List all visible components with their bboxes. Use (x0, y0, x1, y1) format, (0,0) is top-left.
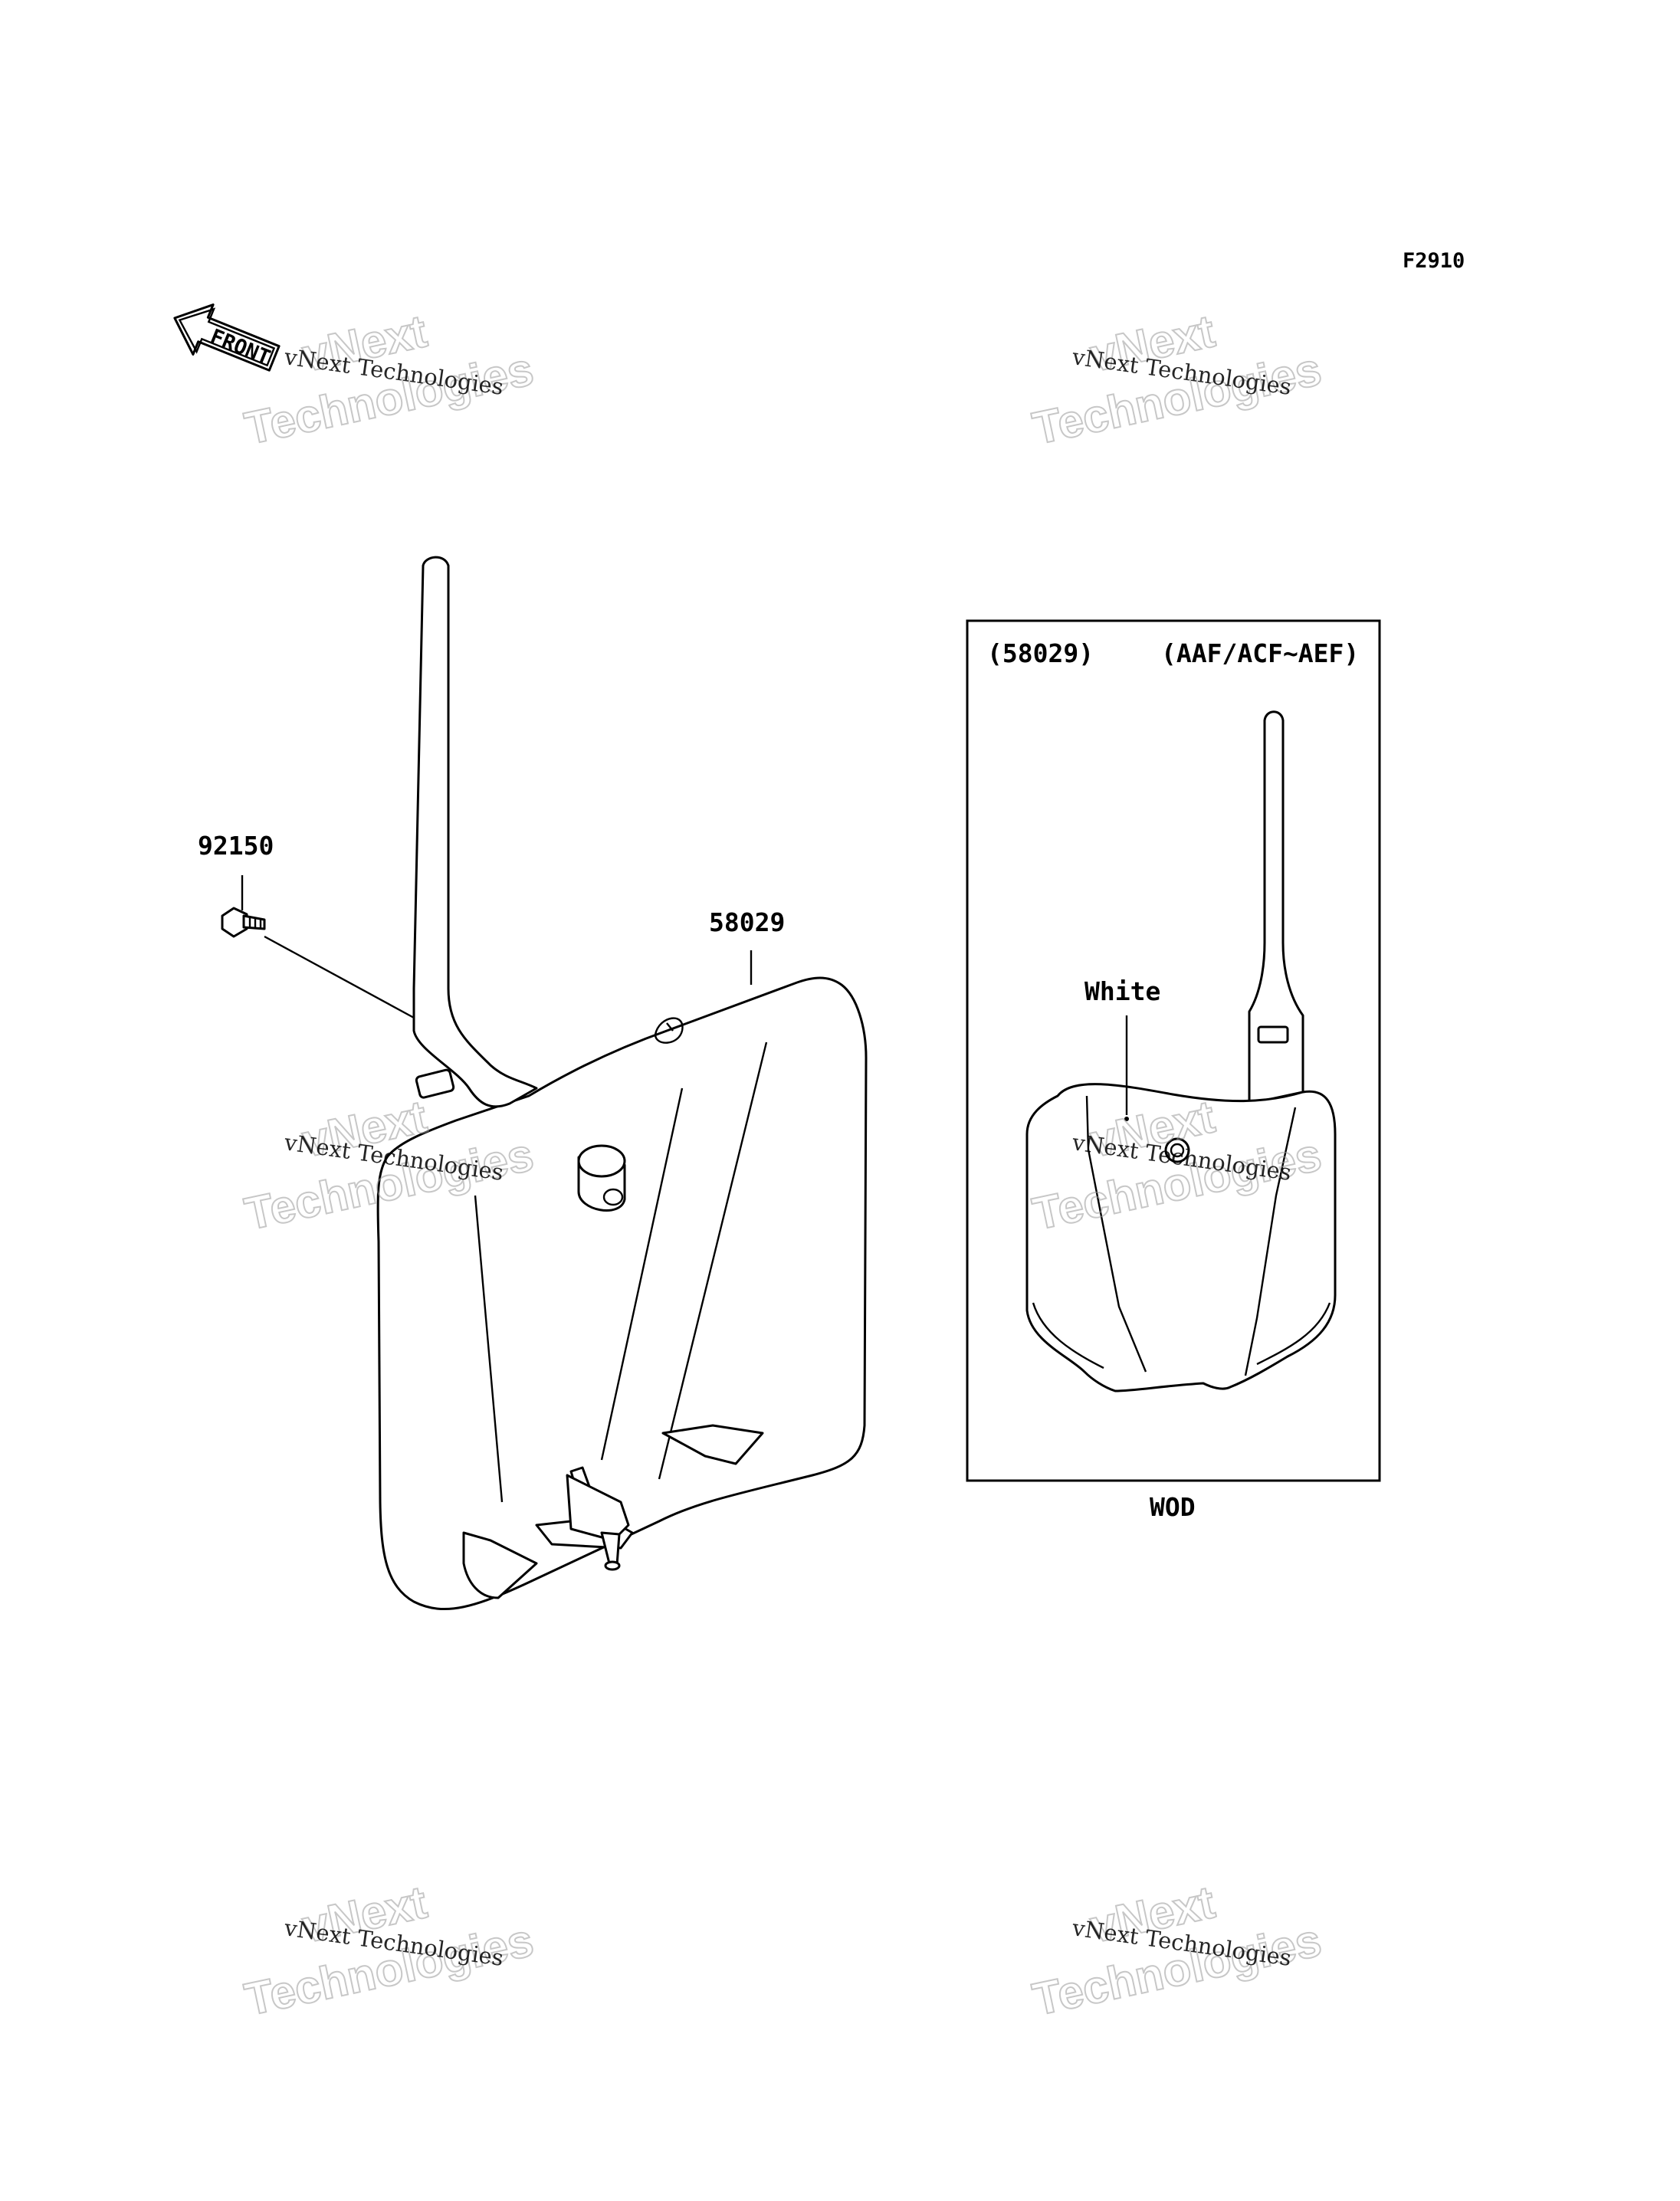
bolt-92150-icon (221, 907, 266, 938)
watermark-1: vNext Technologies vNext Technologies (240, 304, 539, 455)
front-arrow-icon: FRONT (173, 303, 281, 372)
callout-92150: 92150 (198, 831, 274, 861)
figure-code: F2910 (1403, 249, 1465, 273)
variant-inset-box: (58029) (AAF/ACF~AEF) White (966, 619, 1381, 1482)
inset-variants: (AAF/ACF~AEF) (1161, 638, 1359, 668)
inset-caption: WOD (1150, 1492, 1196, 1522)
watermark-5: vNext Technologies vNext Technologies (240, 1875, 539, 2026)
number-plate-main (376, 556, 868, 1610)
callout-58029: 58029 (709, 907, 785, 937)
watermark-6: vNext Technologies vNext Technologies (1028, 1875, 1327, 2026)
watermark-3: vNext Technologies vNext Technologies (240, 1090, 539, 1241)
inset-part-ref: (58029) (987, 638, 1094, 668)
leader-92150-to-stem (264, 935, 415, 1019)
watermark-2: vNext Technologies vNext Technologies (1028, 304, 1327, 455)
inset-color-note: White (1084, 976, 1160, 1006)
inset-frame (966, 619, 1381, 1482)
